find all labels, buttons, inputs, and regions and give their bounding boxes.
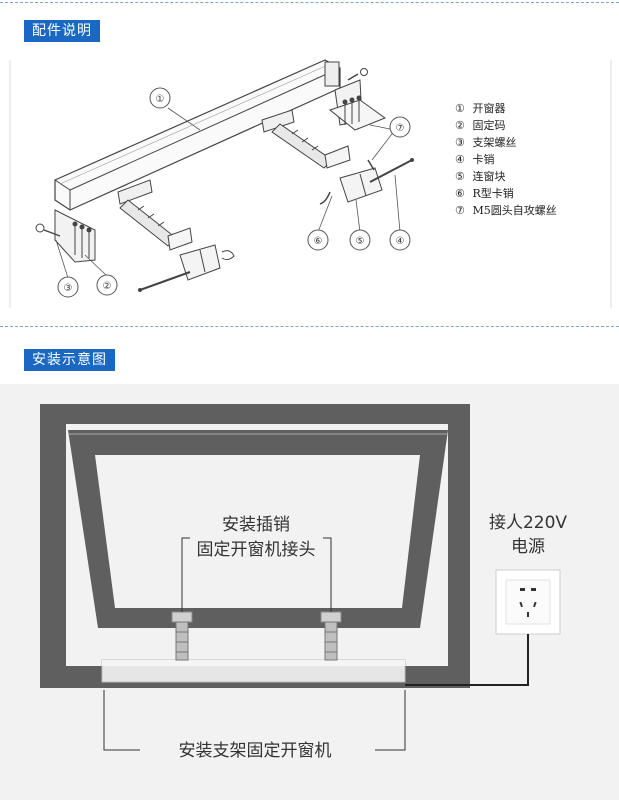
parts-exploded-diagram: ① ③ ② ⑥ ⑤ ④ ⑦ [9,59,612,308]
power-label-line2: 电源 [511,537,545,557]
svg-text:⑦: ⑦ [396,123,405,134]
pin-label-line2: 固定开窗机接头 [197,540,316,560]
legend-item: ⑦ M5圆头自攻螺丝 [455,204,557,217]
parts-section-title: 配件说明 [24,20,100,42]
pin-label-line1: 安装插销 [222,515,290,535]
callout-5: ⑤ [349,229,371,251]
legend-item: ④ 卡销 [455,153,495,166]
legend-item: ⑤ 连窗块 [455,170,506,183]
svg-text:⑥: ⑥ [314,236,323,247]
left-chain-arm [117,179,235,292]
right-fixed-bracket [328,68,387,131]
left-fixed-bracket [35,209,96,263]
bracket-label: 安装支架固定开窗机 [179,741,332,761]
svg-text:⑤: ⑤ [356,236,365,247]
callout-4: ④ [389,229,411,251]
callout-6: ⑥ [307,229,329,251]
actuator-bar [101,659,406,683]
actuator-body [54,59,341,211]
svg-text:②: ② [103,281,112,292]
power-label-line1: 接人220V [489,513,567,533]
install-diagram: 安装插销 固定开窗机接头 接人220V 电源 安装支架固定开窗机 [0,384,619,800]
legend-item: ⑥ R型卡销 [455,187,514,200]
svg-text:③: ③ [64,283,73,294]
legend-item: ③ 支架螺丝 [455,136,517,149]
svg-text:④: ④ [396,236,405,247]
install-section-title: 安装示意图 [24,349,115,371]
middle-divider [0,326,619,327]
legend-item: ① 开窗器 [455,102,506,115]
svg-text:①: ① [156,94,165,105]
right-chain [320,611,342,661]
legend-item: ② 固定码 [455,119,506,132]
right-chain-arm [261,109,414,205]
callout-2: ② [96,274,118,296]
parts-legend: ① 开窗器 ② 固定码 ③ 支架螺丝 ④ 卡销 ⑤ 连窗块 ⑥ R型卡销 ⑦ M… [455,100,557,219]
left-chain [171,611,193,661]
power-socket-icon [495,569,561,635]
power-cable [405,634,529,686]
bracket-label-lines [103,690,406,751]
callout-3: ③ [57,276,79,298]
callout-7: ⑦ [389,116,411,138]
top-divider [0,2,619,3]
window-sash [68,430,448,628]
leader-lines [55,107,401,279]
pin-label-bracket [181,537,332,612]
callout-1: ① [149,87,171,109]
